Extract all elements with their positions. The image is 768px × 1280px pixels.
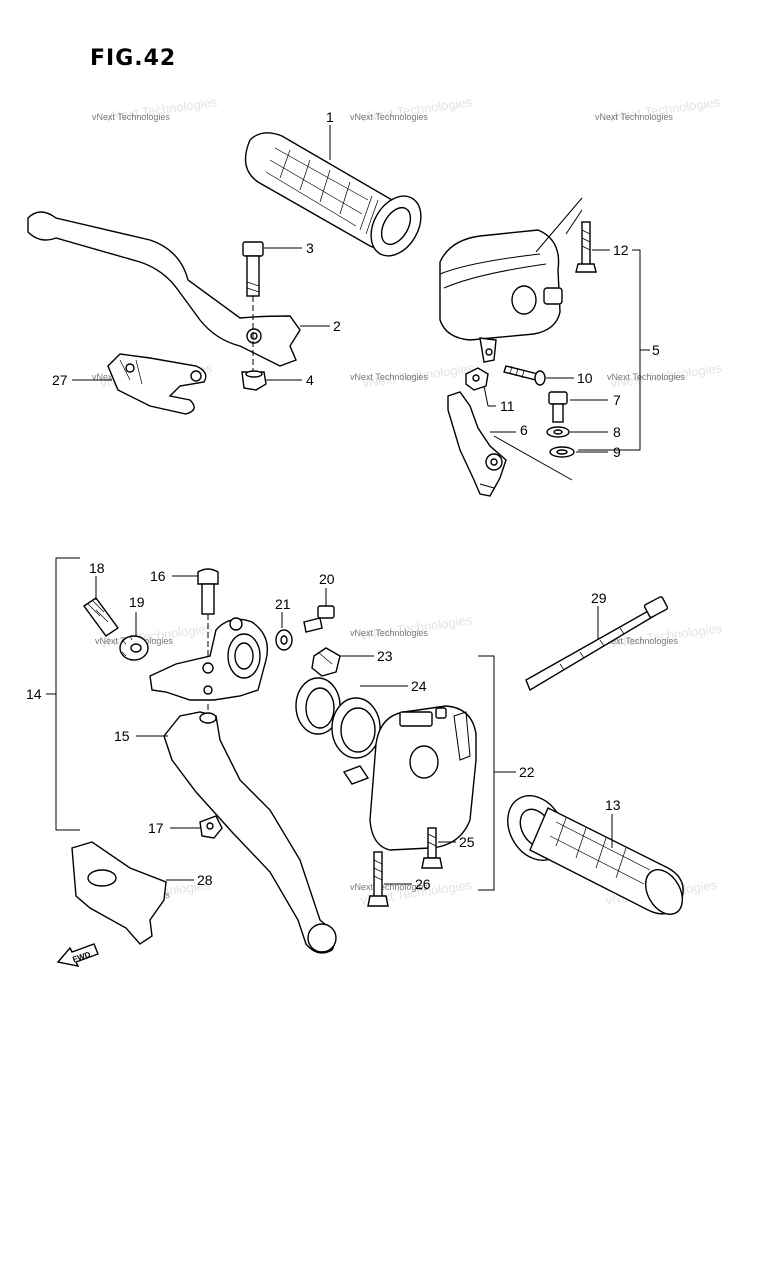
part-11-nut[interactable] [465,367,489,391]
part-24-ring[interactable] [295,677,381,759]
watermark: vNext Technologies [350,112,428,122]
part-18-adjuster[interactable] [83,597,119,637]
part-10-screw[interactable] [503,365,546,386]
part-20-screw[interactable] [303,605,335,633]
part-22-switch-housing[interactable] [342,705,477,851]
callout-6: 6 [520,422,528,438]
part-5-switch-housing[interactable] [439,229,563,363]
part-15-lever[interactable] [163,711,337,954]
callout-28: 28 [197,872,213,888]
callout-27: 27 [52,372,68,388]
callout-10: 10 [577,370,593,386]
callout-4: 4 [306,372,314,388]
part-2-lever[interactable] [27,211,301,367]
part-4-nut[interactable] [241,370,267,391]
leader-6b [493,435,573,481]
part-27-bracket[interactable] [107,353,207,415]
callout-17: 17 [148,820,164,836]
part-28-cover[interactable] [71,841,167,945]
callout-16: 16 [150,568,166,584]
part-3-bolt[interactable] [242,241,264,297]
leader-5-line-a [535,197,583,253]
part-16-bolt[interactable] [197,568,219,615]
part-17-nut[interactable] [199,815,223,839]
watermark: vNext Technologies [600,636,678,646]
part-14-lever-holder[interactable] [149,617,269,701]
callout-19: 19 [129,594,145,610]
group-bracket-14 [55,557,80,831]
part-12-screw[interactable] [575,221,597,273]
leader-5-line-b [565,209,583,235]
watermark: vNext Technologies [607,372,685,382]
part-8-washer[interactable] [546,426,570,438]
watermark: vNext Technologies [350,628,428,638]
callout-7: 7 [613,392,621,408]
fwd-arrow-icon: FWD [56,943,99,967]
callout-1: 1 [326,109,334,125]
callout-26: 26 [415,876,431,892]
part-1-grip[interactable] [244,132,432,265]
callout-9: 9 [613,444,621,460]
callout-20: 20 [319,571,335,587]
part-29-cable-tie[interactable] [525,596,669,692]
callout-13: 13 [605,797,621,813]
part-23-cable-end[interactable] [311,647,341,677]
leader-11 [483,385,489,407]
group-bracket-22 [478,655,495,891]
callout-25: 25 [459,834,475,850]
callout-11: 11 [500,398,515,414]
part-7-bolt[interactable] [548,391,568,423]
callout-12: 12 [613,242,629,258]
watermark: vNext Technologies [92,112,170,122]
group-bracket-5 [578,249,641,451]
callout-15: 15 [114,728,130,744]
callout-2: 2 [333,318,341,334]
watermark: vNext Technologies [595,112,673,122]
watermark: vNext Technologies [350,372,428,382]
callout-29: 29 [591,590,607,606]
callout-5: 5 [652,342,660,358]
callout-21: 21 [275,596,291,612]
part-21-washer[interactable] [275,629,293,651]
callout-8: 8 [613,424,621,440]
callout-23: 23 [377,648,393,664]
part-25-screw[interactable] [421,827,443,869]
figure-title: FIG.42 [90,46,177,71]
callout-3: 3 [306,240,314,256]
watermark: vNext Technologies [350,882,428,892]
part-13-grip[interactable] [496,786,689,921]
part-26-screw[interactable] [367,851,389,907]
callout-18: 18 [89,560,105,576]
part-19-locknut[interactable] [119,635,149,661]
callout-22: 22 [519,764,535,780]
callout-24: 24 [411,678,427,694]
part-9-washer[interactable] [549,446,575,458]
part-6-choke-lever[interactable] [447,391,507,497]
callout-14: 14 [26,686,42,702]
